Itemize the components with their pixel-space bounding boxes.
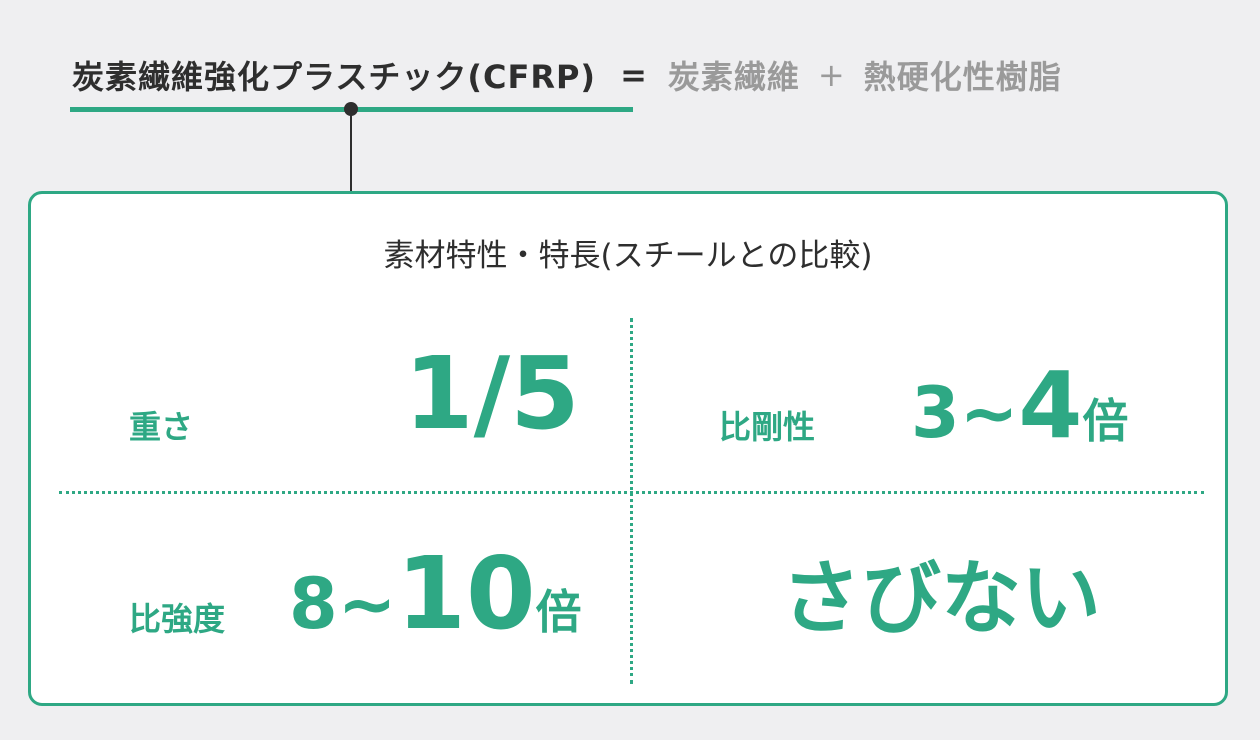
stiffness-value-max: 4 — [1018, 352, 1083, 459]
weight-value: 1/5 — [404, 335, 580, 452]
connector-dot — [344, 102, 358, 116]
plus-sign: + — [817, 56, 846, 94]
component-thermoset-resin: 熱硬化性樹脂 — [863, 58, 1062, 96]
strength-label: 比強度 — [129, 600, 226, 638]
stiffness-label: 比剛性 — [719, 408, 816, 446]
rustproof-value: さびない — [781, 552, 1101, 645]
stiffness-value-range: 3~ — [911, 372, 1019, 454]
cfrp-title: 炭素繊維強化プラスチック(CFRP) — [72, 58, 597, 96]
connector-line — [350, 112, 352, 192]
horizontal-divider — [59, 491, 1204, 494]
weight-label: 重さ — [129, 408, 194, 446]
formula-row: 炭素繊維強化プラスチック(CFRP) = 炭素繊維 + 熱硬化性樹脂 — [72, 52, 1062, 98]
properties-card: 素材特性・特長(スチールとの比較) 重さ 1/5 比剛性 3~4倍 比強度 8~… — [28, 191, 1228, 706]
component-carbon-fiber: 炭素繊維 — [667, 58, 800, 96]
vertical-divider — [630, 318, 633, 684]
card-heading: 素材特性・特長(スチールとの比較) — [383, 238, 873, 274]
stiffness-unit: 倍 — [1082, 394, 1129, 448]
stiffness-value: 3~4倍 — [911, 360, 1128, 452]
equals-sign: = — [620, 56, 648, 94]
strength-value-max: 10 — [396, 535, 536, 652]
strength-value-range: 8~ — [289, 563, 397, 645]
strength-value: 8~10倍 — [289, 544, 582, 644]
strength-unit: 倍 — [535, 585, 582, 639]
